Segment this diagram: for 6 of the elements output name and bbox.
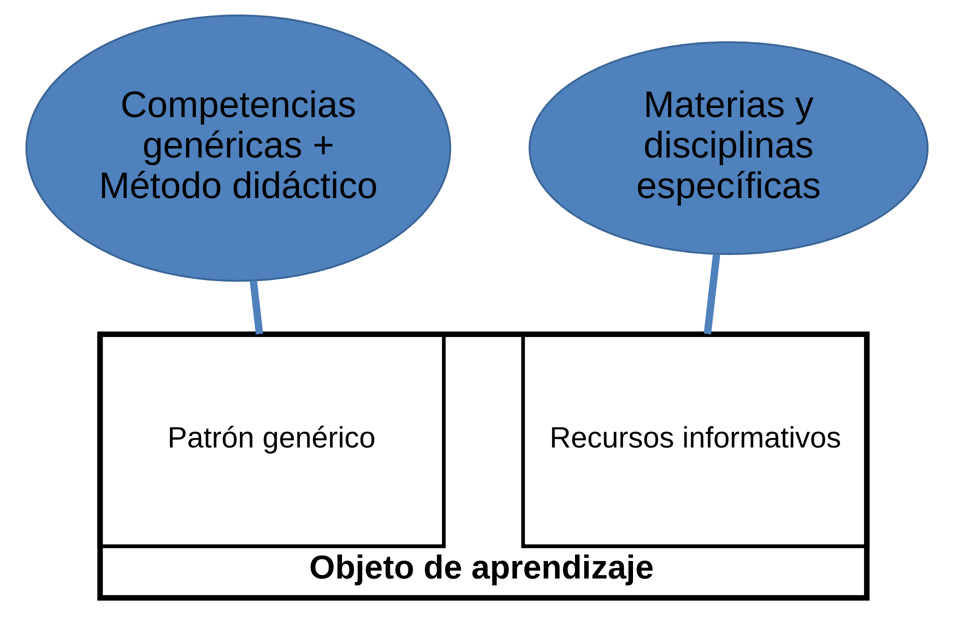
node-ellipse: Materias y disciplinas específicas bbox=[528, 41, 928, 256]
connector bbox=[249, 280, 263, 334]
node-ellipse: Competencias genéricas + Método didáctico bbox=[24, 14, 451, 282]
node-box: Recursos informativos bbox=[520, 332, 870, 548]
node-box: Patrón genérico bbox=[96, 332, 446, 548]
connector bbox=[703, 254, 720, 334]
